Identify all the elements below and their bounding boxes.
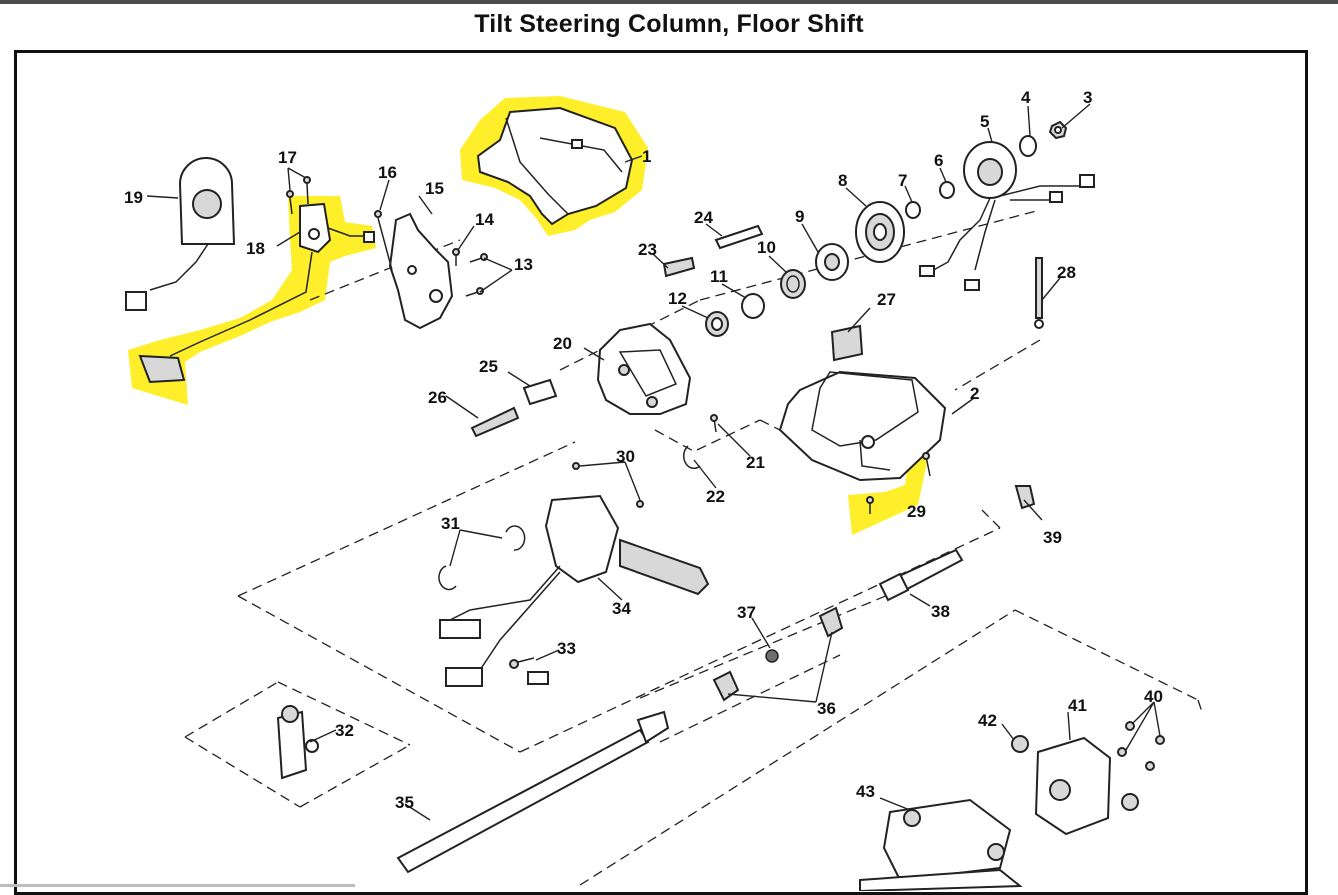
part-21-screw [710,414,718,433]
callout-11: 11 [710,267,728,286]
part-39-clip [1014,485,1036,510]
callout-1: 1 [642,147,651,166]
dashed-axis-28 [954,339,1041,391]
dashed-group-left [237,441,1001,753]
part-6-washer [939,181,955,199]
callout-14: 14 [475,210,494,229]
part-19-sensor [125,157,236,311]
part-4-ring [1019,135,1037,157]
part-1-upper-cover [476,106,634,226]
part-31-clips [438,525,526,591]
callout-8: 8 [838,171,847,190]
callout-43: 43 [856,782,875,801]
part-40-bolts [1117,721,1165,771]
part-5-coil [919,141,1095,291]
callout-23: 23 [638,240,657,259]
part-36-joints [712,606,844,702]
callout-17: 17 [278,148,297,167]
callout-3: 3 [1083,88,1092,107]
callout-7: 7 [898,171,907,190]
part-9-cam [815,243,849,281]
callout-20: 20 [553,334,572,353]
part-37-nut [765,649,779,663]
part-28-rod [1034,257,1044,329]
part-25-bolt [522,378,558,406]
callout-28: 28 [1057,263,1076,282]
part-14-screw [452,248,460,266]
leader-lines [146,103,1161,821]
callout-19: 19 [124,188,143,207]
callout-34: 34 [612,599,631,618]
callout-37: 37 [737,603,756,622]
callout-27: 27 [877,290,896,309]
part-26-spring [470,406,520,438]
callout-40: 40 [1144,687,1163,706]
dashed-group-right [579,609,1203,886]
diagram-title: Tilt Steering Column, Floor Shift [474,10,864,38]
part-20-housing [596,322,692,415]
part-11-ring [741,293,765,319]
callout-22: 22 [706,487,725,506]
top-rule [0,0,1338,4]
callout-25: 25 [479,357,498,376]
bottom-rule [0,884,355,887]
part-3-nut [1048,120,1068,140]
part-17-screws [286,176,311,215]
callout-2: 2 [970,384,979,403]
part-43-support [859,798,1023,891]
part-12-bearing [705,311,729,337]
part-42-bushing [1011,735,1139,811]
part-8-lock-plate [855,201,905,263]
callout-16: 16 [378,163,397,182]
dashed-axis-lower [639,589,901,743]
callout-36: 36 [817,699,836,718]
callout-18: 18 [246,239,265,258]
part-22-ring [682,445,701,470]
callout-39: 39 [1043,528,1062,547]
callout-38: 38 [931,602,950,621]
part-27-bracket [830,324,864,362]
part-33-screw [509,657,535,669]
dashed-axis-main [309,209,1041,453]
part-16-screw [374,210,393,271]
part-7-washer [905,201,921,219]
callout-42: 42 [978,711,997,730]
callout-4: 4 [1021,88,1031,107]
callout-33: 33 [557,639,576,658]
callout-41: 41 [1068,696,1087,715]
part-24-pin [714,224,764,250]
part-30-screws [572,462,644,508]
callout-29: 29 [907,502,926,521]
callout-21: 21 [746,453,765,472]
part-34-multifunction-switch [439,494,710,687]
callout-31: 31 [441,514,460,533]
part-41-bracket [1034,736,1112,836]
part-29-screws [866,452,931,514]
dashed-group-32 [184,681,411,808]
callout-24: 24 [694,208,713,227]
part-32-fitting [276,705,319,780]
callout-32: 32 [335,721,354,740]
callout-12: 12 [668,289,687,308]
callout-5: 5 [980,112,989,131]
callout-15: 15 [425,179,444,198]
callout-9: 9 [795,207,804,226]
part-2-lower-cover [778,370,947,482]
callout-10: 10 [757,238,776,257]
part-15-switch [388,212,454,330]
part-35-shaft [396,710,670,874]
callout-13: 13 [514,255,533,274]
part-23-spring [662,256,696,278]
part-10-spring [780,269,806,299]
callout-35: 35 [395,793,414,812]
callout-26: 26 [428,388,447,407]
part-38-yoke [878,548,964,602]
part-18-switch-harness [138,202,375,384]
callout-6: 6 [934,151,943,170]
callout-30: 30 [616,447,635,466]
